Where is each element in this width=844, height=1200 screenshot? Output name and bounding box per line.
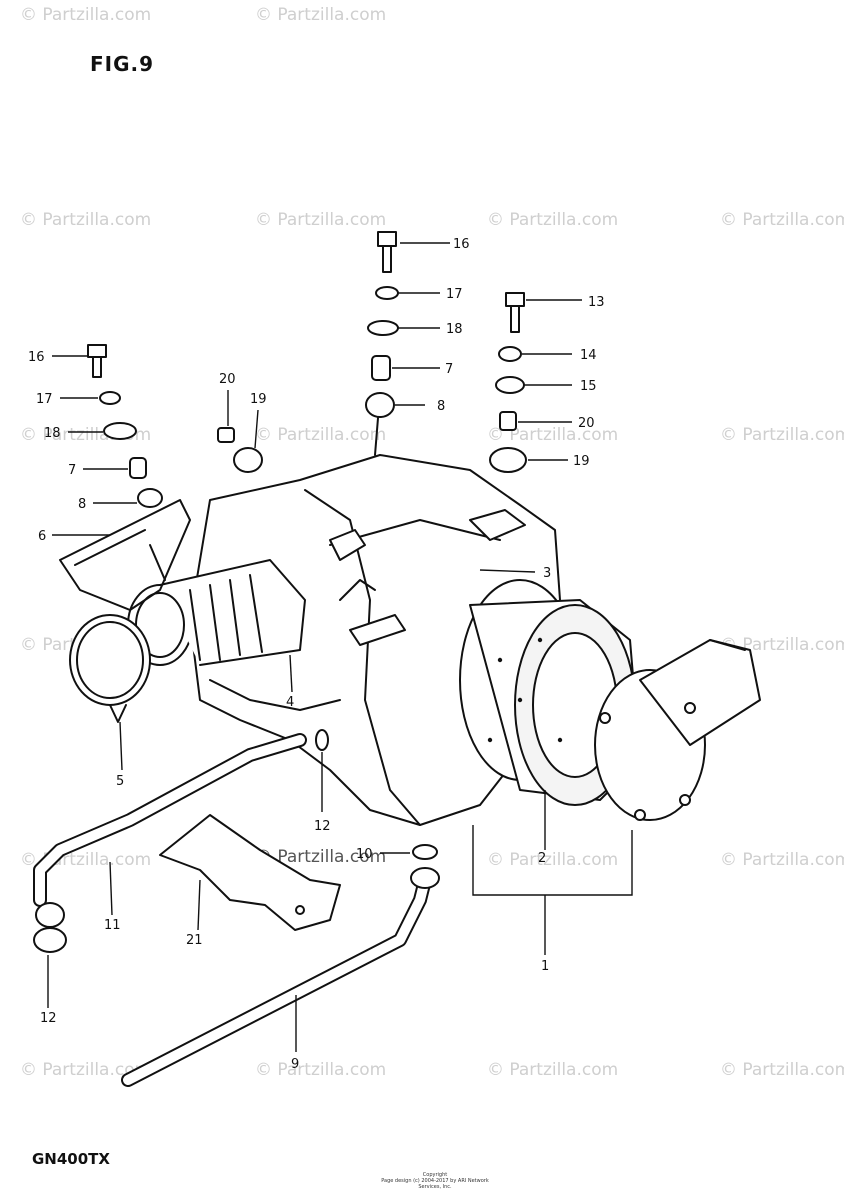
copyright-text: Page design (c) 2004-2017 by ARI Network… [381, 1178, 489, 1190]
bracket [59, 499, 191, 611]
callout-labels: 16 17 18 7 8 13 14 15 20 19 16 17 18 7 8… [28, 237, 605, 1072]
callout-4: 4 [286, 695, 294, 710]
callout-13: 13 [588, 295, 605, 310]
drain-hose [33, 733, 307, 953]
watermark: © Partzilla.com [20, 1060, 151, 1080]
breather-hose [121, 867, 440, 1087]
rubber-cover [159, 814, 341, 931]
watermark: © Partzilla.com [20, 5, 151, 25]
callout-20: 20 [219, 372, 236, 387]
watermark: © Partzilla.com [487, 1060, 618, 1080]
callout-14: 14 [580, 348, 597, 363]
watermark: © Partzilla.com [255, 425, 386, 445]
callout-20: 20 [578, 416, 595, 431]
callout-21: 21 [186, 933, 203, 948]
leader-lines [47, 242, 633, 1052]
callout-8: 8 [78, 497, 86, 512]
callout-17: 17 [36, 392, 53, 407]
intake-pipe [127, 559, 306, 666]
callout-15: 15 [580, 379, 597, 394]
callout-16: 16 [453, 237, 470, 252]
callout-9: 9 [291, 1057, 299, 1072]
clamp-band [69, 614, 151, 723]
watermark: © Partzilla.com [487, 425, 618, 445]
callout-8: 8 [437, 399, 445, 414]
watermark: © Partzilla.com [255, 5, 386, 25]
filter-element [459, 579, 641, 806]
model-code: GN400TX [32, 1150, 110, 1168]
air-cleaner-case [189, 454, 561, 826]
copyright-label: Copyright [422, 1172, 448, 1178]
center-mount-hardware [365, 231, 399, 456]
callout-11: 11 [104, 918, 121, 933]
callout-19: 19 [573, 454, 590, 469]
callout-1: 1 [541, 959, 549, 974]
left-mount-hardware [87, 344, 163, 508]
callout-17: 17 [446, 287, 463, 302]
callout-12: 12 [314, 819, 331, 834]
callout-16: 16 [28, 350, 45, 365]
callout-19: 19 [250, 392, 267, 407]
watermark: © Partzilla.com [720, 425, 844, 445]
watermark: © Partzilla.com [255, 1060, 386, 1080]
callout-7: 7 [445, 362, 453, 377]
hose-clamp [412, 844, 438, 860]
callout-18: 18 [44, 426, 61, 441]
watermark: © Partzilla.com [20, 210, 151, 230]
callout-18: 18 [446, 322, 463, 337]
watermark: © Partzilla.com [720, 850, 844, 870]
watermark: © Partzilla.com [720, 1060, 844, 1080]
grommet-set-left [217, 427, 263, 473]
copyright-footer: Copyright Page design (c) 2004-2017 by A… [370, 1172, 500, 1190]
watermark: © Partzilla.com [255, 210, 386, 230]
callout-6: 6 [38, 529, 46, 544]
figure-title: FIG.9 [90, 52, 155, 76]
right-mount-hardware [489, 292, 527, 473]
watermark: © Partzilla.com [487, 850, 618, 870]
callout-7: 7 [68, 463, 76, 478]
callout-2: 2 [538, 851, 546, 866]
callout-5: 5 [116, 774, 124, 789]
watermark-center: © Partzilla.com [255, 847, 386, 867]
watermark: © Partzilla.com [720, 210, 844, 230]
callout-10: 10 [356, 847, 373, 862]
hose-clamp [315, 729, 329, 751]
watermark: © Partzilla.com [487, 210, 618, 230]
callout-12: 12 [40, 1011, 57, 1026]
air-cleaner-cover [594, 639, 761, 821]
callout-3: 3 [543, 566, 551, 581]
